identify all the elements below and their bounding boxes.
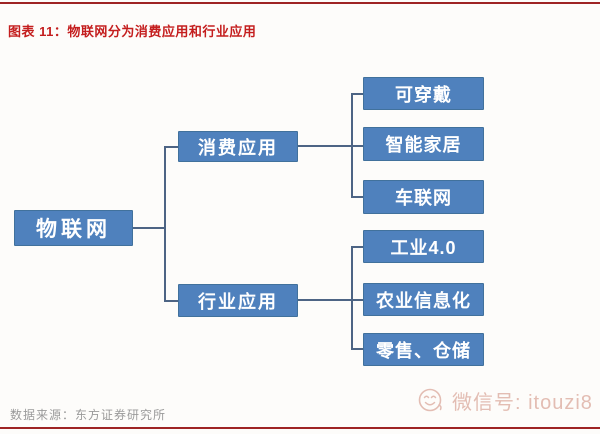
connector-line: [133, 227, 165, 229]
node-wearables: 可穿戴: [363, 77, 484, 110]
connector-line: [351, 348, 364, 350]
node-industry-applications: 行业应用: [178, 284, 298, 317]
node-iot-root: 物联网: [14, 210, 133, 246]
node-connected-cars: 车联网: [363, 180, 484, 214]
bottom-rule: [0, 427, 600, 429]
connector-line: [164, 146, 166, 302]
figure-title: 图表 11：物联网分为消费应用和行业应用: [8, 24, 257, 39]
connector-line: [164, 146, 178, 148]
top-rule: [0, 2, 600, 4]
node-consumer-applications: 消费应用: [178, 131, 298, 162]
node-smart-home: 智能家居: [363, 127, 484, 161]
connector-line: [351, 93, 353, 198]
wechat-id-text: 微信号: itouzi8: [452, 391, 593, 414]
connector-line: [298, 299, 364, 301]
connector-line: [351, 93, 364, 95]
node-agriculture-informatization: 农业信息化: [363, 283, 484, 316]
connector-line: [351, 196, 364, 198]
data-source-note: 数据来源：东方证券研究所: [10, 408, 167, 422]
connector-line: [164, 300, 178, 302]
wechat-smiley-icon: [416, 385, 446, 415]
wechat-watermark: 微信号: itouzi8: [416, 385, 593, 415]
node-retail-warehousing: 零售、仓储: [363, 333, 484, 366]
connector-line: [351, 246, 364, 248]
node-industry-4-0: 工业4.0: [363, 230, 484, 263]
connector-line: [351, 246, 353, 350]
connector-line: [298, 145, 364, 147]
